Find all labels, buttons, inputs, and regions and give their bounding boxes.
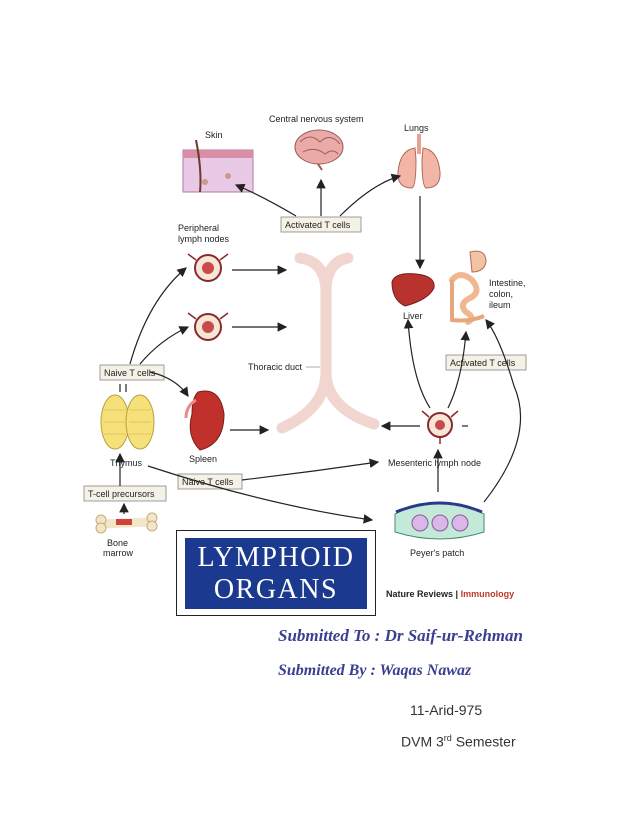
- semester: DVM 3rd Semester: [401, 733, 516, 750]
- lungs-icon: [397, 134, 441, 189]
- thoracic-duct: [276, 252, 380, 434]
- liver-icon: [391, 273, 435, 307]
- activated-t-cells-top-label: Activated T cells: [285, 220, 351, 230]
- peripheral-label-1: Peripheral: [178, 223, 219, 233]
- submitted-by: Submitted By : Waqas Nawaz: [278, 662, 472, 679]
- roll-number: 11-Arid-975: [410, 702, 483, 718]
- peripheral-label-2: lymph nodes: [178, 234, 230, 244]
- naive-t-cells-mid-box: [177, 473, 243, 490]
- semester-suffix-sup: rd: [443, 733, 452, 743]
- title-banner: LYMPHOID ORGANS: [185, 538, 367, 609]
- t-cell-precursors-label: T-cell precursors: [88, 489, 155, 499]
- peyers-patch-label: Peyer's patch: [410, 548, 464, 558]
- bone-label-2: marrow: [103, 548, 134, 558]
- peripheral-lymph-node-icon: [187, 312, 229, 341]
- activated-t-cells-top-box: [280, 216, 362, 233]
- title-line-2: ORGANS: [213, 573, 339, 605]
- mesenteric-lymph-node-label: Mesenteric lymph node: [388, 458, 481, 468]
- flow-arrows: [115, 173, 522, 524]
- intestine-label-1: Intestine,: [489, 278, 526, 288]
- submitted-to: Submitted To : Dr Saif-ur-Rehman: [278, 626, 523, 645]
- svg-text:Nature Reviews | Imm: Nature Reviews | Immunology: [386, 589, 514, 599]
- skin-label: Skin: [205, 130, 223, 140]
- thymus-label: Thymus: [110, 458, 143, 468]
- activated-t-cells-right-box: [445, 354, 527, 371]
- source-section: Immunology: [461, 589, 515, 599]
- bone-icon: [95, 512, 158, 534]
- skin-icon: [182, 139, 254, 193]
- naive-t-cells-left-label: Naive T cells: [104, 368, 156, 378]
- intestine-label-3: ileum: [489, 300, 511, 310]
- semester-prefix: DVM 3: [401, 733, 444, 750]
- peyers-patch-icon: [394, 501, 485, 540]
- spleen-icon: [184, 390, 225, 451]
- title-line-1: LYMPHOID: [197, 541, 355, 573]
- semester-suffix: Semester: [451, 733, 516, 750]
- intestine-icon: [449, 250, 487, 325]
- activated-t-cells-right-label: Activated T cells: [450, 358, 516, 368]
- spleen-label: Spleen: [189, 454, 217, 464]
- cns-label: Central nervous system: [269, 114, 364, 124]
- naive-t-cells-mid-label: Naive T cells: [182, 477, 234, 487]
- title-box: LYMPHOID ORGANS: [176, 530, 376, 616]
- lungs-label: Lungs: [404, 123, 429, 133]
- thymus-icon: [100, 394, 155, 450]
- peripheral-lymph-node-icon: [187, 253, 229, 282]
- liver-label: Liver: [403, 311, 423, 321]
- thoracic-duct-label: Thoracic duct: [248, 362, 303, 372]
- bone-label-1: Bone: [107, 538, 128, 548]
- source-journal: Nature Reviews: [386, 589, 453, 599]
- intestine-label-2: colon,: [489, 289, 513, 299]
- lymphoid-organs-diagram: Skin Central nervous system Lungs Activa…: [83, 114, 527, 599]
- mesenteric-lymph-node-icon: [421, 410, 459, 444]
- t-cell-precursors-box: [83, 485, 167, 502]
- naive-t-cells-left-box: [99, 364, 165, 381]
- brain-icon: [294, 129, 344, 171]
